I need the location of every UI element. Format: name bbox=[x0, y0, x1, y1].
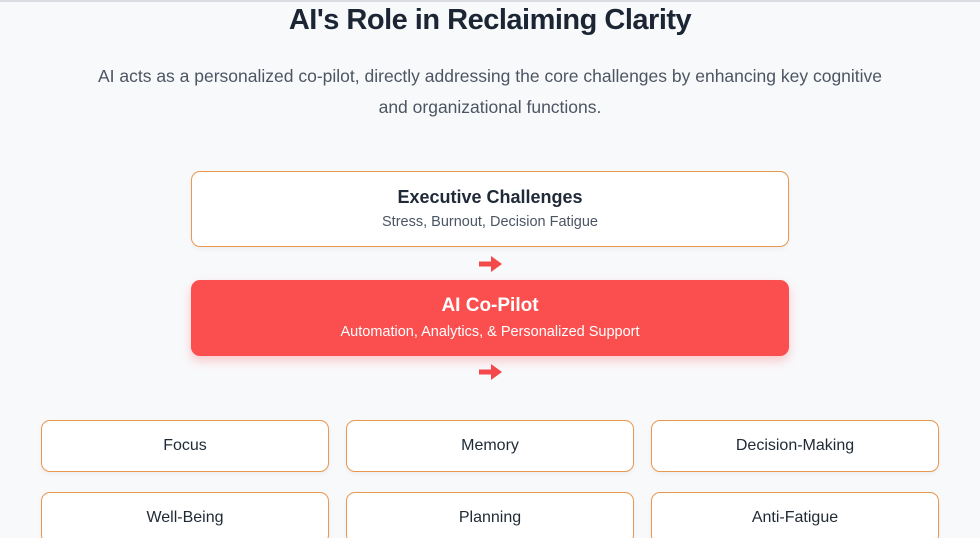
function-cell-memory: Memory bbox=[346, 419, 634, 472]
function-cell-decision-making: Decision-Making bbox=[651, 419, 939, 472]
ai-copilot-node: AI Co-Pilot Automation, Analytics, & Per… bbox=[191, 280, 789, 356]
flow-arrow-bottom bbox=[191, 356, 789, 389]
page-subtitle: AI acts as a personalized co-pilot, dire… bbox=[97, 66, 883, 117]
executive-challenges-title: Executive Challenges bbox=[397, 186, 583, 207]
function-cell-well-being: Well-Being bbox=[41, 491, 329, 538]
ai-copilot-subtitle: Automation, Analytics, & Personalized Su… bbox=[340, 323, 640, 340]
function-cell-focus: Focus bbox=[41, 419, 329, 472]
arrow-right-icon bbox=[479, 364, 502, 381]
function-cell-anti-fatigue: Anti-Fatigue bbox=[651, 491, 939, 538]
ai-copilot-title: AI Co-Pilot bbox=[441, 295, 539, 317]
executive-challenges-node: Executive Challenges Stress, Burnout, De… bbox=[191, 170, 789, 248]
flow-arrow-top bbox=[191, 247, 789, 280]
flow-diagram: Executive Challenges Stress, Burnout, De… bbox=[191, 170, 789, 389]
functions-grid: Focus Memory Decision-Making Well-Being … bbox=[41, 419, 939, 538]
executive-challenges-subtitle: Stress, Burnout, Decision Fatigue bbox=[382, 213, 598, 230]
arrow-right-icon bbox=[479, 255, 502, 272]
function-cell-planning: Planning bbox=[346, 491, 634, 538]
page-title: AI's Role in Reclaiming Clarity bbox=[288, 4, 692, 36]
